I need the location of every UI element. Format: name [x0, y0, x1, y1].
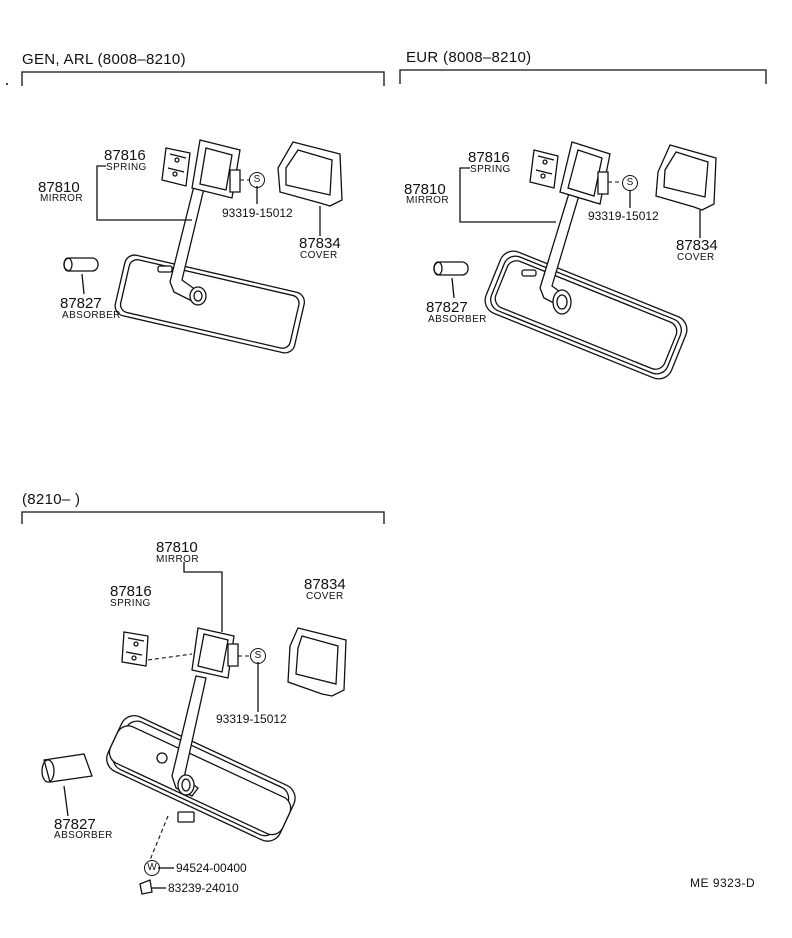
spring-part-number: 87816	[110, 583, 152, 600]
section-3-bracket	[22, 512, 384, 524]
mirror-name: MIRROR	[406, 195, 449, 206]
section-1-header: GEN, ARL (8008–8210)	[22, 51, 186, 68]
absorber-part-number: 87827	[426, 299, 468, 316]
mirror-glass	[102, 711, 300, 846]
spring-name: SPRING	[470, 164, 511, 175]
absorber-part-number: 87827	[54, 816, 96, 833]
washer-symbol: W	[144, 860, 160, 876]
section-1-bracket	[22, 72, 384, 86]
cover-part-number: 87834	[304, 576, 346, 593]
section-2-header: EUR (8008–8210)	[406, 49, 532, 66]
spring-part-number: 87816	[104, 147, 146, 164]
bolt-part-number: 83239-24010	[168, 881, 239, 895]
absorber-name: ABSORBER	[62, 310, 121, 321]
cover-part-number: 87834	[676, 237, 718, 254]
cover-part-number: 87834	[299, 235, 341, 252]
washer-part-number: 94524-00400	[176, 861, 247, 875]
spring-name: SPRING	[110, 598, 151, 609]
section-1-art	[64, 140, 342, 355]
mirror-glass	[113, 253, 306, 355]
screw-part-number: 93319-15012	[222, 206, 293, 220]
absorber-name: ABSORBER	[428, 314, 487, 325]
diagram-code: ME 9323-D	[690, 876, 756, 890]
screw-part-number: 93319-15012	[216, 712, 287, 726]
mirror-glass	[481, 247, 691, 383]
mirror-part-number: 87810	[156, 539, 198, 556]
screw-symbol: S	[622, 175, 638, 191]
screw-symbol: S	[250, 648, 266, 664]
mirror-part-number: 87810	[38, 179, 80, 196]
mirror-name: MIRROR	[40, 193, 83, 204]
mirror-part-number: 87810	[404, 181, 446, 198]
absorber-part-number: 87827	[60, 295, 102, 312]
screw-part-number: 93319-15012	[588, 209, 659, 223]
section-2-bracket	[400, 70, 766, 84]
section-3-art	[42, 562, 346, 894]
spring-part-number: 87816	[468, 149, 510, 166]
cover-name: COVER	[677, 252, 715, 263]
section-3-header: (8210– )	[22, 491, 81, 508]
mirror-name: MIRROR	[156, 554, 199, 565]
cover-name: COVER	[306, 591, 344, 602]
spring-name: SPRING	[106, 162, 147, 173]
cover-name: COVER	[300, 250, 338, 261]
screw-symbol: S	[249, 172, 265, 188]
section-2-art	[434, 142, 716, 383]
absorber-name: ABSORBER	[54, 830, 113, 841]
